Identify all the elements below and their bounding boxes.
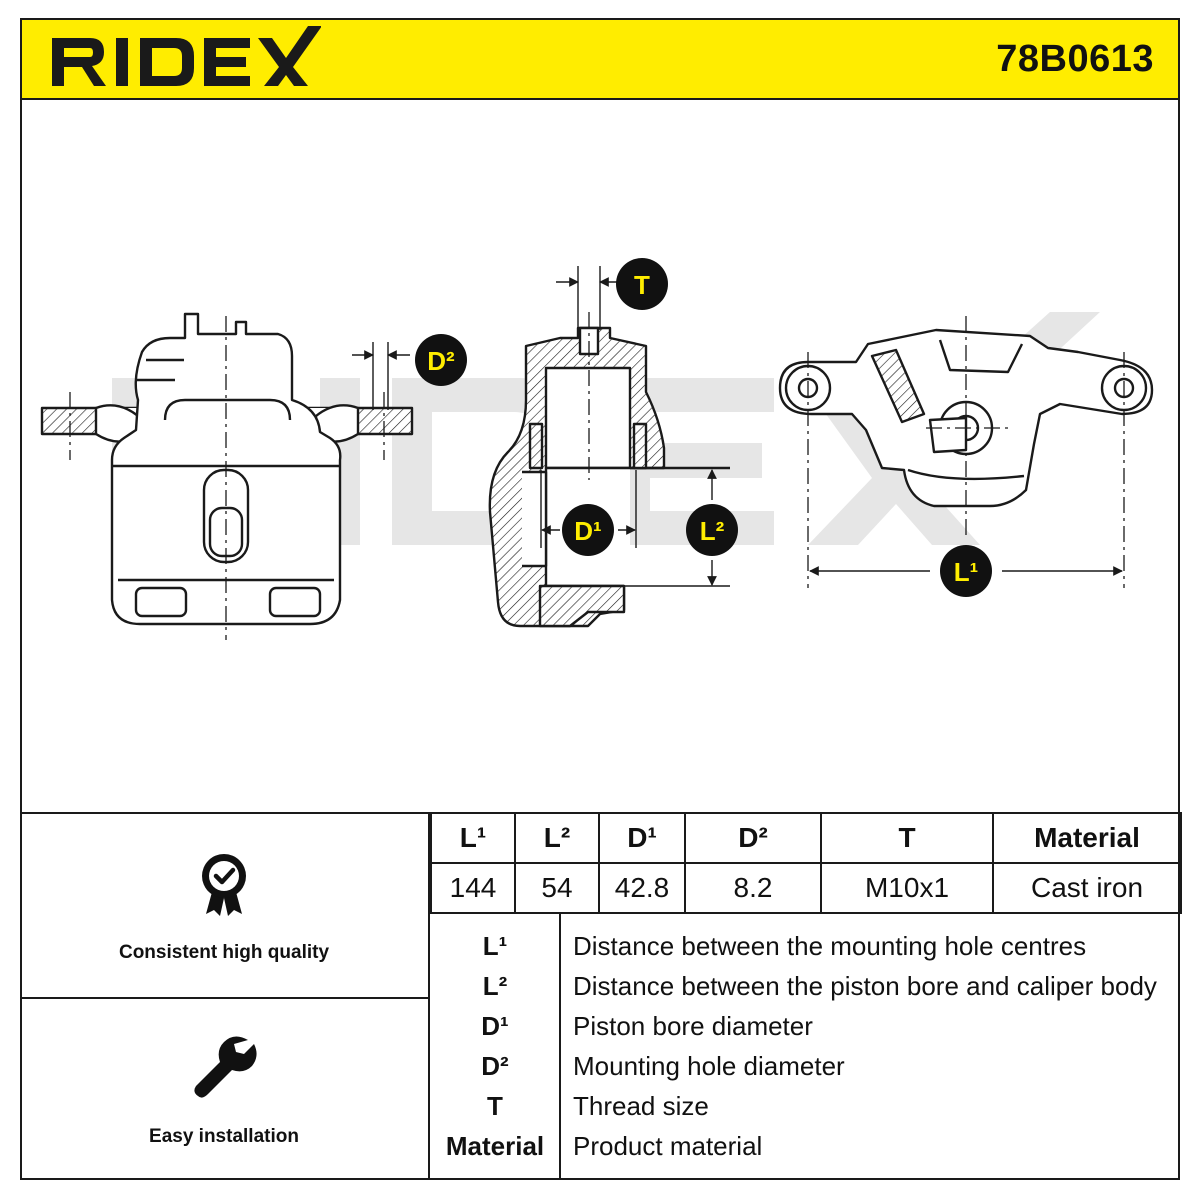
feature-installation (20, 1034, 428, 1107)
legend-description: Thread size (573, 1091, 709, 1121)
specs-value-material: Cast iron (992, 862, 1182, 914)
l2-label-bubble: L² (686, 504, 738, 556)
specs-header-l2: L² (514, 812, 600, 864)
l2-dimension (624, 469, 730, 587)
part-number: 78B0613 (996, 38, 1154, 80)
feature-quality (20, 852, 428, 923)
l1-label-bubble: L¹ (940, 545, 992, 597)
legend-row: L² Distance between the piston bore and … (430, 966, 1180, 1006)
specs-header-material: Material (992, 812, 1182, 864)
legend-row: Material Product material (430, 1126, 1180, 1166)
legend-description: Distance between the mounting hole centr… (573, 931, 1087, 961)
legend-divider (559, 914, 561, 1180)
legend-symbol: D² (481, 1051, 509, 1081)
wrench-icon (194, 1036, 257, 1098)
legend-description: Distance between the piston bore and cal… (573, 971, 1157, 1001)
specs-header-d2: D² (684, 812, 822, 864)
legend-description: Product material (573, 1131, 763, 1161)
legend-row: L¹ Distance between the mounting hole ce… (430, 926, 1180, 966)
specs-header-t: T (820, 812, 994, 864)
caliper-section-view (488, 326, 730, 628)
specs-value-d2: 8.2 (684, 862, 822, 914)
legend-description: Mounting hole diameter (573, 1051, 845, 1081)
specs-value-row: 144 54 42.8 8.2 M10x1 Cast iron (430, 862, 1182, 914)
specs-value-l2: 54 (514, 862, 600, 914)
ridex-logo (52, 26, 321, 86)
specs-value-d1: 42.8 (598, 862, 686, 914)
d1-label: D¹ (574, 516, 601, 546)
feature-installation-label: Easy installation (149, 1126, 299, 1147)
front-view-centerlines (69, 316, 385, 640)
caliper-front-view (40, 312, 414, 626)
features-panel: Consistent high quality Easy installatio… (20, 812, 430, 1180)
legend-symbol: L¹ (482, 931, 508, 961)
legend-description: Piston bore diameter (573, 1011, 813, 1041)
specs-value-t: M10x1 (820, 862, 994, 914)
d1-dimension (540, 470, 637, 548)
d2-label: D² (427, 346, 455, 376)
specs-table: L¹ L² D¹ D² T Material 144 54 42.8 8.2 M… (430, 812, 1182, 914)
legend-panel: L¹ Distance between the mounting hole ce… (430, 914, 1180, 1180)
legend-symbol: Material (445, 1131, 545, 1161)
side-view-centerlines (807, 316, 1125, 588)
specs-value-l1: 144 (430, 862, 516, 914)
specs-header-row: L¹ L² D¹ D² T Material (430, 812, 1182, 864)
t-dimension (556, 266, 622, 330)
t-label: T (634, 270, 650, 300)
l2-label: L² (700, 516, 725, 546)
legend-row: T Thread size (430, 1086, 1180, 1126)
d2-dimension (352, 342, 410, 410)
l1-label: L¹ (954, 557, 979, 587)
d2-label-bubble: D² (415, 334, 467, 386)
feature-divider (20, 997, 428, 999)
legend-row: D² Mounting hole diameter (430, 1046, 1180, 1086)
t-label-bubble: T (616, 258, 668, 310)
quality-badge-icon (202, 854, 246, 916)
legend-symbol: D¹ (481, 1011, 509, 1041)
feature-quality-label: Consistent high quality (118, 942, 330, 963)
legend-symbol: L² (482, 971, 508, 1001)
header-bar: 78B0613 (20, 18, 1180, 100)
specs-header-l1: L¹ (430, 812, 516, 864)
legend-row: D¹ Piston bore diameter (430, 1006, 1180, 1046)
legend-symbol: T (487, 1091, 503, 1121)
d1-label-bubble: D¹ (562, 504, 614, 556)
specs-header-d1: D¹ (598, 812, 686, 864)
technical-drawing: D² T D¹ L² (40, 258, 1154, 640)
